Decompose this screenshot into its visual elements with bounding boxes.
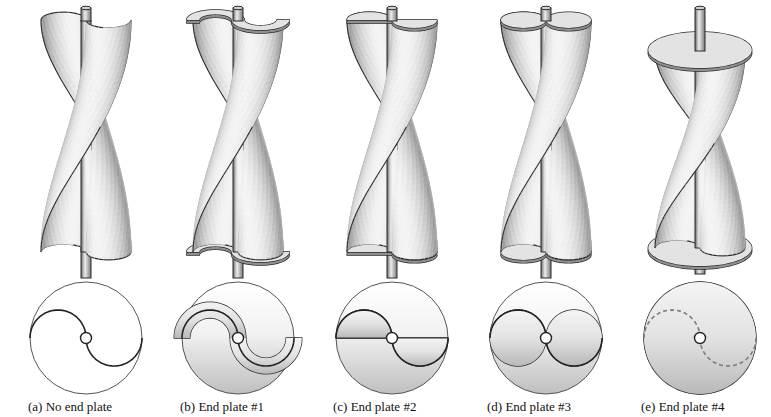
figure-canvas: (a) No end plate(b) End plate #1(c) End … [0,0,771,417]
